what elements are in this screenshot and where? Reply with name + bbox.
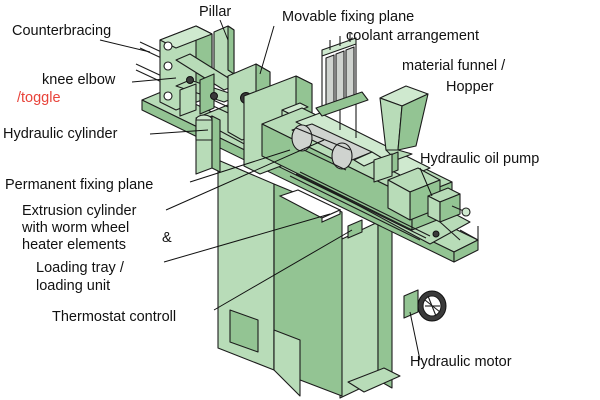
hopper-part — [373, 85, 429, 183]
leader-lines — [99, 19, 433, 361]
label-movable-fixing-plane: Movable fixing plane — [282, 9, 414, 25]
label-ampersand: & — [162, 230, 172, 246]
label-extrusion-cylinder-line3: heater elements — [22, 237, 126, 253]
label-counterbracing: Counterbracing — [12, 23, 111, 39]
label-material-funnel: material funnel / — [402, 58, 506, 74]
label-hopper: Hopper — [446, 79, 494, 95]
coolant-part — [315, 32, 369, 138]
barrel-slots — [289, 171, 431, 241]
machine-cabinet — [217, 159, 343, 397]
toggle-linkage — [175, 53, 239, 117]
loading-tray-part — [278, 189, 342, 223]
hydraulic-cylinder-part — [195, 114, 213, 141]
label-loading-unit: loading unit — [36, 278, 110, 294]
label-thermostat: Thermostat controll — [52, 309, 176, 325]
label-knee-elbow: knee elbow — [42, 72, 116, 88]
oil-pump-part — [427, 187, 479, 241]
machine-illustration — [135, 25, 479, 399]
label-hydraulic-motor: Hydraulic motor — [410, 354, 512, 370]
label-hydraulic-cylinder: Hydraulic cylinder — [3, 126, 118, 142]
label-toggle: /toggle — [17, 90, 61, 106]
label-pillar: Pillar — [199, 4, 231, 20]
label-extrusion-cylinder-line2: with worm wheel — [21, 220, 129, 236]
hydraulic-motor-part — [403, 289, 447, 322]
label-extrusion-cylinder-line1: Extrusion cylinder — [22, 203, 137, 219]
label-coolant-arrangement: coolant arrangement — [346, 28, 479, 44]
pillar-part — [213, 25, 235, 81]
label-loading-tray: Loading tray / — [36, 260, 125, 276]
labels: Counterbracing Pillar Movable fixing pla… — [3, 4, 539, 370]
label-permanent-fixing-plane: Permanent fixing plane — [5, 177, 153, 193]
label-hydraulic-oil-pump: Hydraulic oil pump — [420, 151, 539, 167]
thermostat-part — [347, 219, 363, 239]
right-support-column — [339, 221, 401, 399]
